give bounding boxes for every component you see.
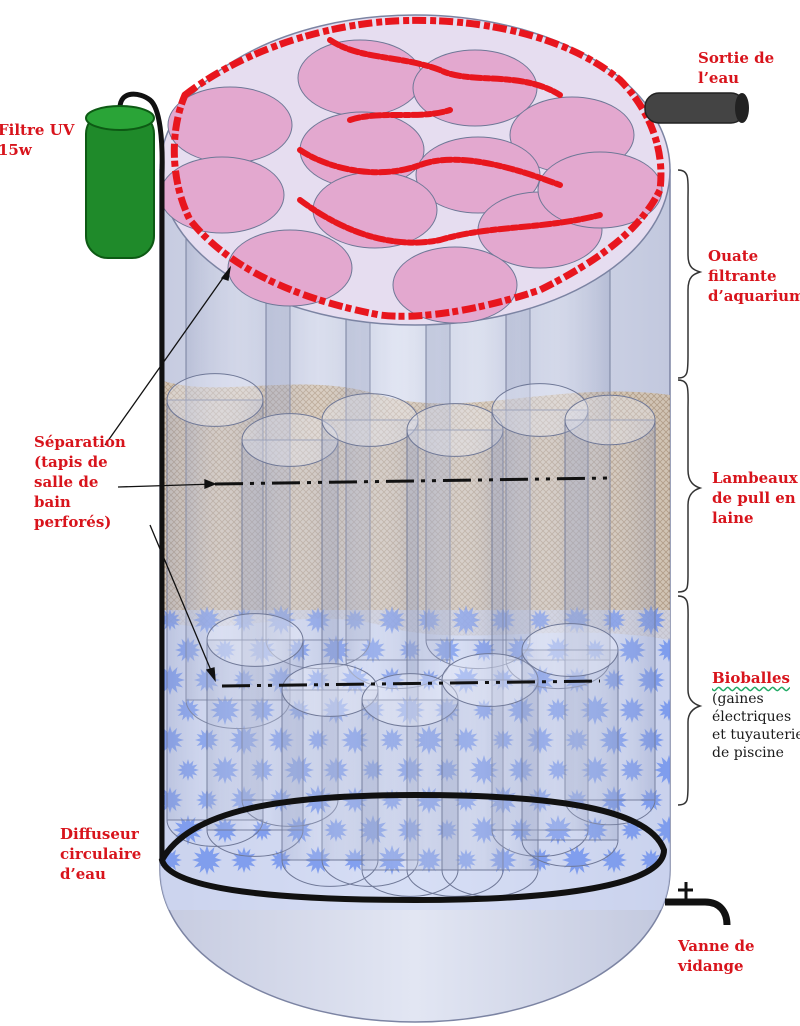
brace-wadding: [677, 169, 703, 379]
bioball-star: [562, 845, 592, 875]
wadding-label: Ouate filtrante d’aquarium: [708, 246, 800, 306]
water-outlet-label-line1: Sortie de: [698, 49, 775, 67]
bioball-star: [655, 816, 670, 844]
uv-filter-label-line1: Filtre UV: [0, 121, 75, 139]
separation-arrows: [104, 265, 232, 683]
wadding-disc: [227, 229, 353, 307]
separation-label-line5: perforés): [34, 513, 112, 531]
water-outlet-label-line2: l’eau: [698, 69, 740, 87]
drain-valve-label: Vanne de vidange: [678, 936, 755, 976]
diffuser-label-line2: circulaire: [60, 845, 142, 863]
wadding-disc: [392, 246, 518, 324]
wool-label-line2: de pull en: [712, 489, 796, 507]
water-outlet-label: Sortie de l’eau: [698, 48, 774, 88]
bioballs-description: (gaines électriques et tuyauterie de pis…: [712, 690, 800, 762]
uv-filter-label-line2: 15w: [0, 141, 32, 159]
bracket-braces: [677, 169, 703, 806]
bioball-star: [658, 699, 670, 721]
bioballs-desc-line3: et tuyauterie: [712, 727, 800, 743]
bioballs-desc-line2: électriques: [712, 709, 792, 725]
drain-valve-label-line1: Vanne de: [678, 937, 755, 955]
bioball-star: [160, 848, 182, 872]
diffuser-label-line3: d’eau: [60, 865, 106, 883]
separation-label-line1: Séparation: [34, 433, 126, 451]
separation-line-upper: [214, 476, 611, 486]
wadding-disc: [537, 151, 663, 229]
bioball-star: [601, 847, 627, 873]
wadding-disc: [159, 156, 285, 234]
brace-wool: [677, 379, 703, 593]
separation-lines: [214, 476, 611, 688]
separation-label-line2: (tapis de: [34, 453, 108, 471]
brace-bioballs: [677, 595, 703, 806]
bioballs-desc-line4: de piscine: [712, 745, 784, 761]
bioball-star: [621, 819, 643, 841]
drain-valve-icon: [665, 882, 731, 926]
bioballs-title: Bioballes: [712, 668, 790, 688]
wool-label-line1: Lambeaux: [712, 469, 798, 487]
wadding-label-line3: d’aquarium: [708, 287, 800, 305]
drain-valve-label-line2: vidange: [678, 957, 744, 975]
wool-label: Lambeaux de pull en laine: [712, 468, 798, 528]
wadding-label-line2: filtrante: [708, 267, 777, 285]
wadding-red-trim: [170, 16, 665, 320]
wadding-label-line1: Ouate: [708, 247, 759, 265]
separation-label-line4: bain: [34, 493, 71, 511]
wool-label-line3: laine: [712, 509, 754, 527]
separation-label-line3: salle de: [34, 473, 99, 491]
bioball-star: [640, 849, 662, 871]
bioball-star: [270, 849, 292, 871]
wadding-top: [159, 14, 671, 326]
bioballs-desc-line1: (gaines: [712, 691, 764, 707]
bioball-star: [654, 755, 670, 785]
separation-label: Séparation (tapis de salle de bain perfo…: [34, 432, 126, 532]
uv-filter-icon: [85, 91, 668, 904]
bioball-star: [528, 848, 552, 872]
bioball-star: [192, 845, 222, 875]
outlet-pipe-icon: [644, 92, 749, 124]
diffuser-label: Diffuseur circulaire d’eau: [60, 824, 141, 884]
media-tube: [521, 623, 619, 867]
bioball-star: [231, 847, 257, 873]
separation-line-lower: [221, 679, 601, 688]
bioballs-title-text: Bioballes: [712, 669, 790, 687]
diffuser-label-line1: Diffuseur: [60, 825, 139, 843]
bioball-star: [657, 638, 670, 662]
uv-filter-label: Filtre UV 15w: [0, 120, 74, 160]
